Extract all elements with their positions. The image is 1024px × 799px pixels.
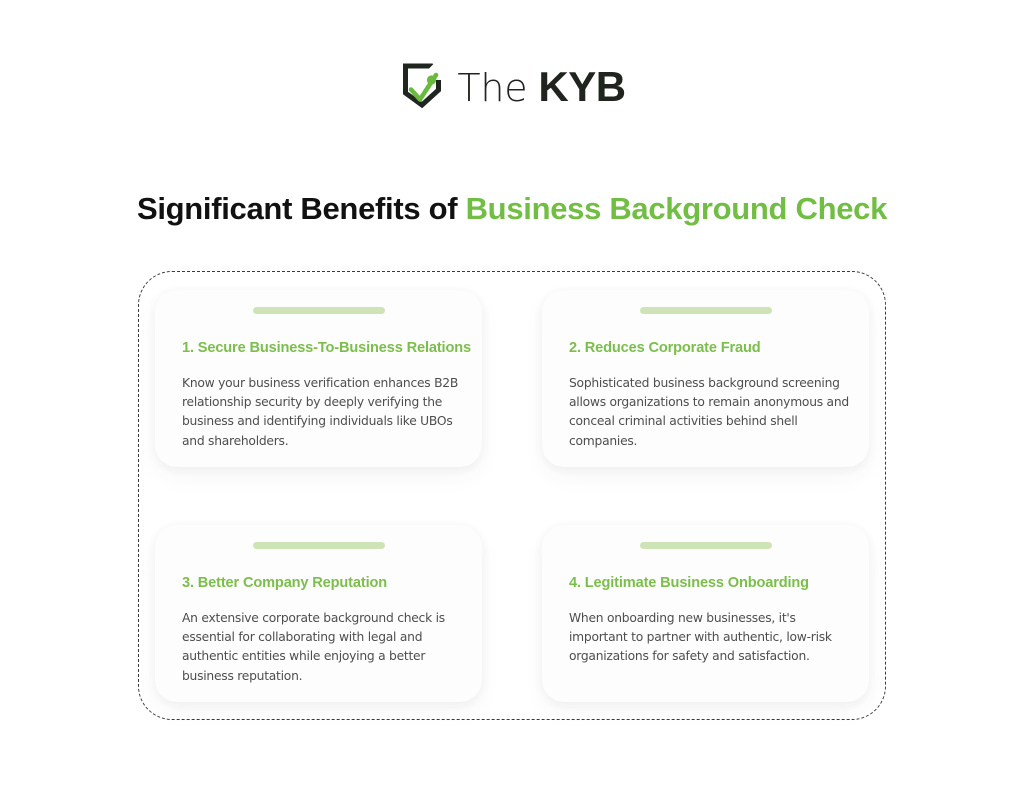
dashed-container-border — [138, 271, 886, 720]
benefit-card-heading: 3. Better Company Reputation — [182, 575, 388, 591]
brand-wordmark: The KYB — [457, 63, 626, 110]
brand-word-kyb: KYB — [538, 63, 626, 110]
benefit-card-4: 4. Legitimate Business Onboarding When o… — [542, 525, 869, 702]
page-title-dark: Significant Benefits of — [136, 191, 466, 226]
card-accent-bar-icon — [639, 307, 772, 314]
benefit-card-body: Sophisticated business background screen… — [569, 376, 849, 448]
brand-word-the: The — [457, 66, 528, 110]
benefit-card-heading: 1. Secure Business-To-Business Relations — [182, 340, 471, 356]
brand-logo: The KYB — [0, 60, 1024, 112]
kyb-shield-check-icon — [398, 60, 444, 112]
benefit-card-1: 1. Secure Business-To-Business Relations… — [155, 290, 482, 467]
benefit-card-2: 2. Reduces Corporate Fraud Sophisticated… — [542, 290, 869, 467]
benefit-card-body: When onboarding new businesses, it's imp… — [569, 611, 832, 664]
benefit-card-3: 3. Better Company Reputation An extensiv… — [155, 525, 482, 702]
benefits-card-grid: 1. Secure Business-To-Business Relations… — [155, 290, 869, 702]
page-title-accent: Business Background Check — [465, 191, 888, 226]
benefit-card-heading: 4. Legitimate Business Onboarding — [569, 575, 809, 591]
page-title: Significant Benefits of Business Backgro… — [0, 190, 1024, 227]
card-accent-bar-icon — [252, 307, 385, 314]
benefit-card-body: An extensive corporate background check … — [182, 611, 445, 683]
card-accent-bar-icon — [252, 542, 385, 549]
card-accent-bar-icon — [639, 542, 772, 549]
benefit-card-body: Know your business verification enhances… — [182, 376, 459, 448]
benefit-card-heading: 2. Reduces Corporate Fraud — [569, 340, 761, 356]
